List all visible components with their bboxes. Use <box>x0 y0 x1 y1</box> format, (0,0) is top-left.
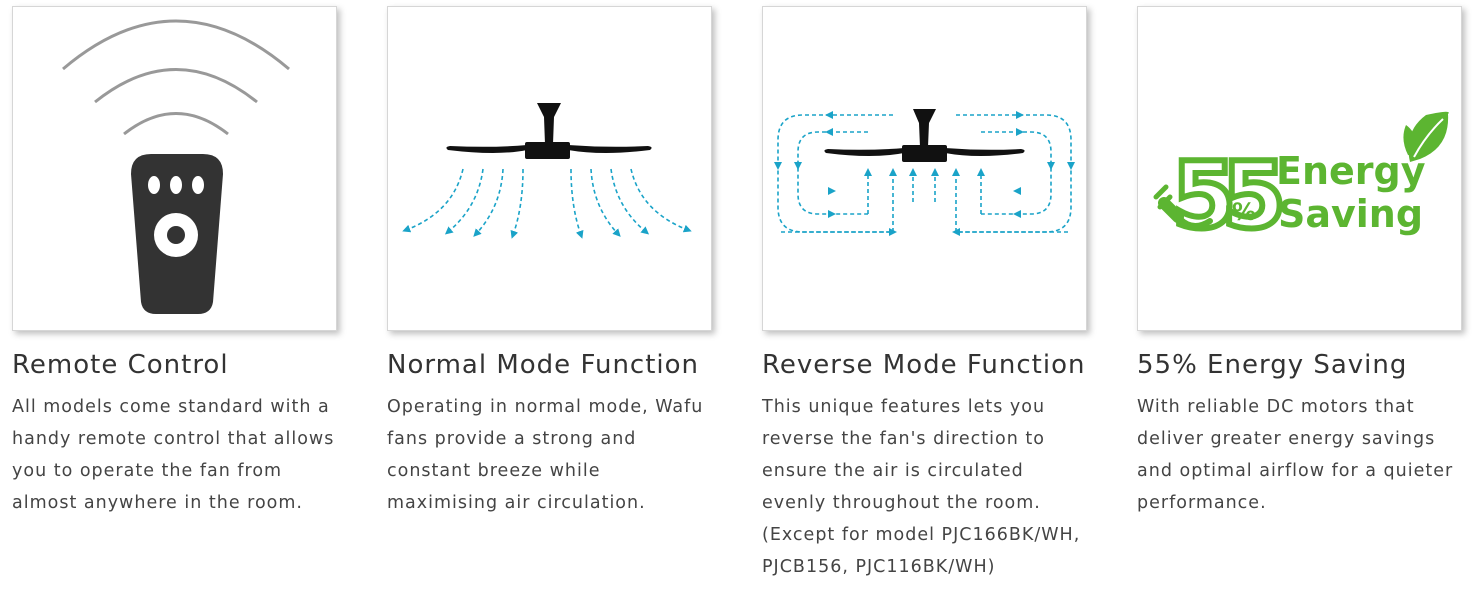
remote-dial-inner <box>167 226 185 244</box>
fan-motor-housing <box>902 145 947 162</box>
feature-description: All models come standard with a handy re… <box>12 397 335 514</box>
feature-image-reverse-mode <box>762 6 1087 331</box>
feature-image-normal-mode <box>387 6 712 331</box>
airflow-arrows-down <box>402 168 692 239</box>
fan-blade-right <box>568 145 652 153</box>
energy-saving-icon: 55 % Energy Saving <box>1153 111 1449 252</box>
features-row: Remote Control All models come standard … <box>12 6 1462 583</box>
loop-left-inner <box>797 131 868 215</box>
ceiling-fan-graphic <box>446 103 652 159</box>
feature-title: Remote Control <box>12 350 229 380</box>
fan-downrod <box>913 109 936 147</box>
airflow-loops <box>777 114 1072 236</box>
remote-button-2 <box>170 176 182 194</box>
feature-description: With reliable DC motors that deliver gre… <box>1137 397 1454 514</box>
feature-reverse-mode: Reverse Mode Function This unique featur… <box>762 6 1087 583</box>
feature-normal-mode: Normal Mode Function Operating in normal… <box>387 6 712 583</box>
energy-number: 55 <box>1172 142 1280 249</box>
signal-wave-inner <box>123 112 229 136</box>
reverse-mode-fan-icon <box>774 109 1075 236</box>
airflow-arrowheads <box>774 111 1075 218</box>
feature-title: 55% Energy Saving <box>1137 350 1408 380</box>
feature-description: Operating in normal mode, Wafu fans prov… <box>387 397 704 514</box>
feature-energy-saving: 55 % Energy Saving 55% Energy Saving Wit… <box>1137 6 1462 583</box>
remote-control-icon <box>62 19 290 314</box>
fan-blade-right <box>945 148 1025 156</box>
signal-wave-middle <box>94 68 258 104</box>
energy-line2: Saving <box>1278 192 1423 236</box>
normal-mode-fan-icon <box>402 103 692 239</box>
feature-title: Normal Mode Function <box>387 350 700 380</box>
feature-remote-control: Remote Control All models come standard … <box>12 6 337 583</box>
feature-image-remote-control <box>12 6 337 331</box>
remote-button-1 <box>148 176 160 194</box>
loop-right-inner <box>981 131 1052 215</box>
loop-right-outer <box>956 114 1072 233</box>
fan-motor-housing <box>525 142 570 159</box>
feature-description: This unique features lets you reverse th… <box>762 397 1081 578</box>
leaf-icon <box>1403 111 1449 162</box>
feature-title: Reverse Mode Function <box>762 350 1086 380</box>
plug-icon <box>1153 184 1213 229</box>
signal-wave-outer <box>62 19 290 71</box>
energy-percent: % <box>1232 198 1256 226</box>
fan-downrod <box>537 103 561 144</box>
energy-line1: Energy <box>1276 149 1426 193</box>
fan-blade-left <box>824 148 904 156</box>
fan-blade-left <box>446 145 527 153</box>
feature-image-energy-saving: 55 % Energy Saving <box>1137 6 1462 331</box>
ceiling-fan-graphic <box>824 109 1025 162</box>
remote-button-3 <box>192 176 204 194</box>
loop-left-outer <box>777 114 893 233</box>
